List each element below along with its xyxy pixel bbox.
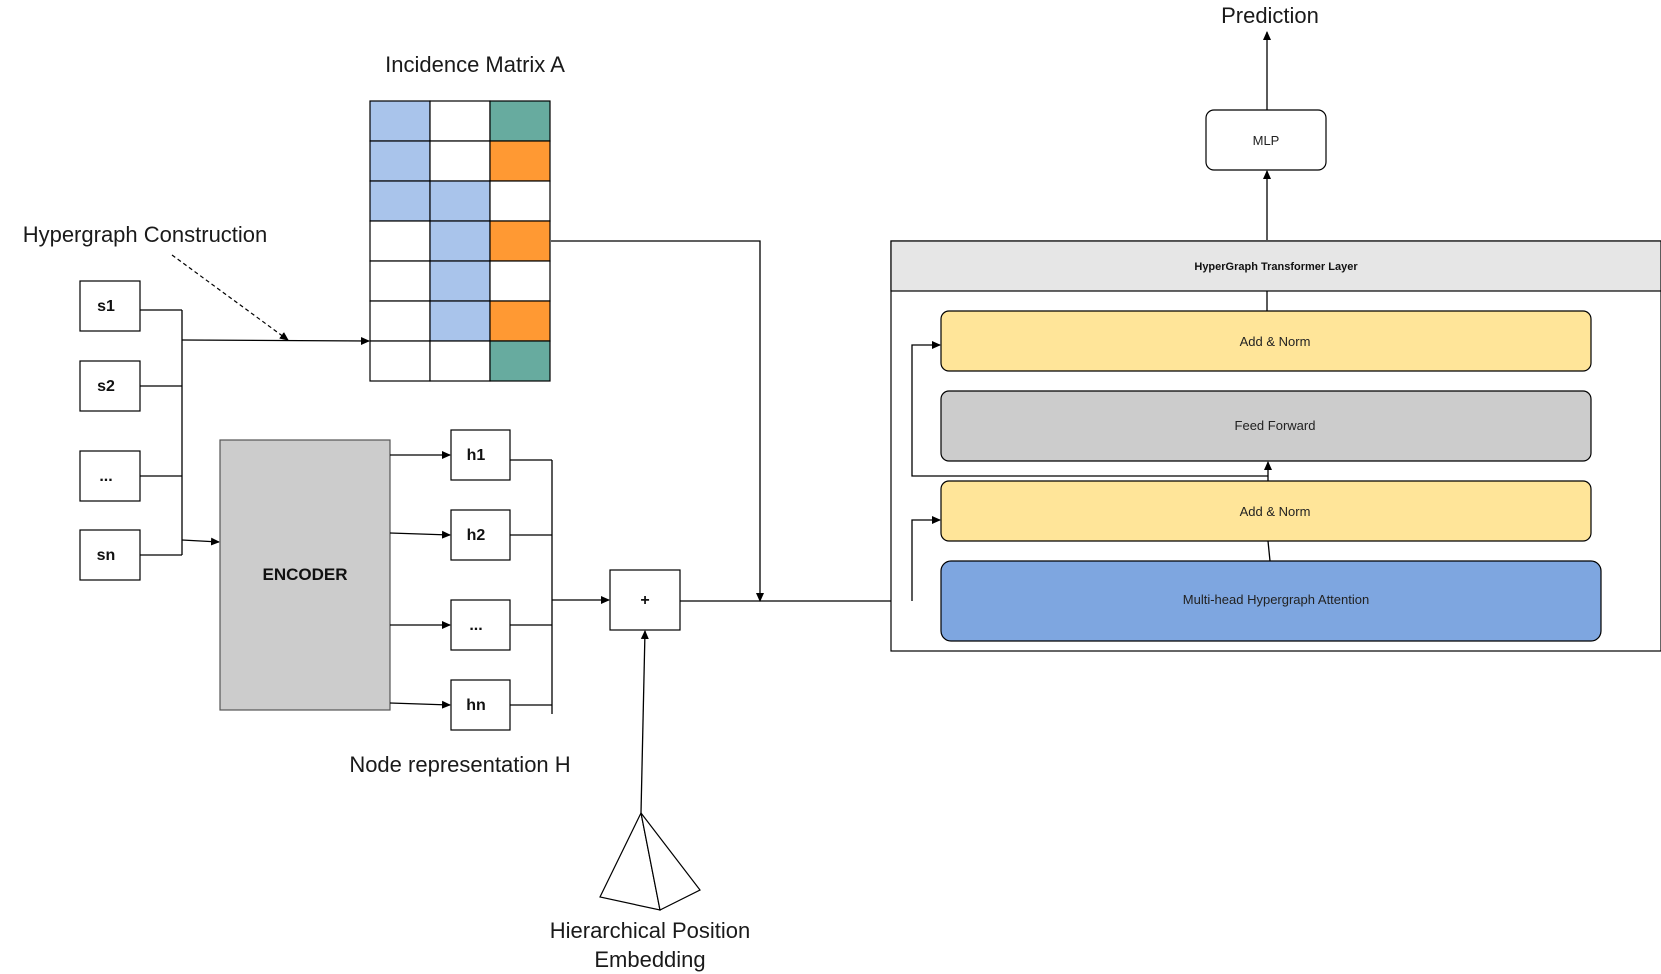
encoder-to-hn-arrow bbox=[389, 700, 451, 709]
attention-label: Multi-head Hypergraph Attention bbox=[1183, 592, 1369, 607]
input-s1-label: s1 bbox=[97, 298, 115, 315]
position-embedding-label-line2: Embedding bbox=[594, 947, 705, 972]
matrix-cell-r4-c1 bbox=[369, 220, 431, 262]
encoder-label: ENCODER bbox=[262, 565, 347, 584]
matrix-cell-r2-c1 bbox=[369, 140, 431, 182]
mlp-label: MLP bbox=[1253, 133, 1280, 148]
hidden-h1: h1 bbox=[450, 429, 511, 481]
matrix-cell-r1-c2 bbox=[429, 100, 491, 142]
add-norm-bottom-block bbox=[940, 480, 1592, 542]
matrix-cell-r7-c2 bbox=[429, 340, 491, 382]
matrix-cell-r2-c3 bbox=[489, 140, 551, 182]
residual-1-arrow bbox=[911, 516, 941, 601]
position-embedding-label-line1: Hierarchical Position bbox=[550, 918, 751, 943]
matrix-cell-r7-c3 bbox=[489, 340, 551, 382]
input-ellipsis: ... bbox=[79, 450, 141, 502]
matrix-cell-r6-c3 bbox=[489, 300, 551, 342]
input-bus bbox=[140, 309, 183, 556]
residual-2-arrow bbox=[911, 341, 1268, 477]
matrix-cell-r1-c3 bbox=[489, 100, 551, 142]
transformer-layer-header bbox=[890, 240, 1661, 292]
plus-node-label: + bbox=[640, 592, 649, 609]
plus-node bbox=[609, 569, 681, 631]
attention-to-addnorm-link bbox=[1267, 540, 1271, 562]
hidden-hn: hn bbox=[450, 679, 511, 731]
input-sn-label: sn bbox=[97, 547, 116, 564]
prediction-label: Prediction bbox=[1221, 3, 1319, 28]
inputs-to-encoder-arrow bbox=[181, 537, 220, 546]
add-norm-top-block bbox=[940, 310, 1592, 372]
embedding-to-plus-arrow bbox=[640, 630, 649, 814]
input-sn: sn bbox=[79, 529, 141, 581]
feed-forward-label: Feed Forward bbox=[1235, 418, 1316, 433]
matrix-cell-r3-c1 bbox=[369, 180, 431, 222]
hidden-ellipsis: ... bbox=[450, 599, 511, 651]
matrix-cell-r6-c1 bbox=[369, 300, 431, 342]
matrix-cell-r7-c1 bbox=[369, 340, 431, 382]
hidden-ellipsis-label: ... bbox=[469, 617, 482, 634]
node-representation-label: Node representation H bbox=[349, 752, 570, 777]
encoder-to-h2-arrow bbox=[389, 530, 451, 539]
matrix-cell-r6-c2 bbox=[429, 300, 491, 342]
add-norm-top-label: Add & Norm bbox=[1240, 334, 1311, 349]
hidden-bus bbox=[510, 459, 553, 714]
input-s2-label: s2 bbox=[97, 378, 115, 395]
attention-block bbox=[940, 560, 1602, 642]
matrix-cell-r4-c2 bbox=[429, 220, 491, 262]
incidence-matrix-title: Incidence Matrix A bbox=[385, 52, 565, 77]
hidden-h1-label: h1 bbox=[467, 447, 486, 464]
matrix-cell-r5-c2 bbox=[429, 260, 491, 302]
input-ellipsis-label: ... bbox=[99, 468, 112, 485]
hidden-h2: h2 bbox=[450, 509, 511, 561]
encoder-box bbox=[219, 439, 391, 711]
add-norm-bottom-label: Add & Norm bbox=[1240, 504, 1311, 519]
matrix-cell-r3-c3 bbox=[489, 180, 551, 222]
inputs-to-matrix-arrow bbox=[181, 336, 370, 345]
matrix-cell-r2-c2 bbox=[429, 140, 491, 182]
position-embedding-pyramid-icon bbox=[599, 811, 701, 911]
hypergraph-construction-label: Hypergraph Construction bbox=[23, 222, 268, 247]
hidden-hn-label: hn bbox=[466, 697, 486, 714]
matrix-cell-r5-c3 bbox=[489, 260, 551, 302]
hypergraph-construction-dashed-arrow bbox=[171, 254, 289, 341]
input-s2: s2 bbox=[79, 360, 141, 412]
matrix-cell-r1-c1 bbox=[369, 100, 431, 142]
matrix-cell-r4-c3 bbox=[489, 220, 551, 262]
incidence-matrix bbox=[369, 100, 551, 382]
input-s1: s1 bbox=[79, 280, 141, 332]
transformer-layer-title: HyperGraph Transformer Layer bbox=[1194, 261, 1358, 273]
matrix-cell-r3-c2 bbox=[429, 180, 491, 222]
matrix-to-main-wire bbox=[551, 240, 764, 602]
hidden-h2-label: h2 bbox=[467, 527, 486, 544]
matrix-cell-r5-c1 bbox=[369, 260, 431, 302]
